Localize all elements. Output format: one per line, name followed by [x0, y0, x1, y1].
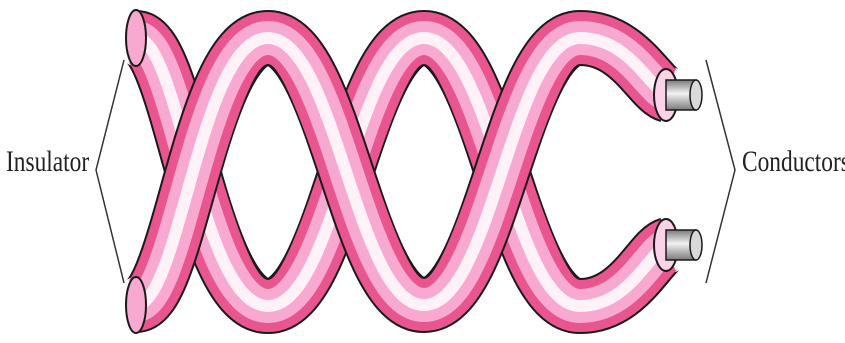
wire-end-cap-bottom-left [126, 277, 146, 333]
conductor-top [666, 80, 702, 110]
insulator-label: Insulator [6, 147, 89, 177]
conductors-label: Conductors [742, 147, 845, 177]
conductors-bracket [706, 60, 735, 283]
conductor-bottom [666, 230, 702, 260]
wire-end-cap-top-left [126, 10, 146, 66]
insulator-bracket [96, 60, 124, 283]
